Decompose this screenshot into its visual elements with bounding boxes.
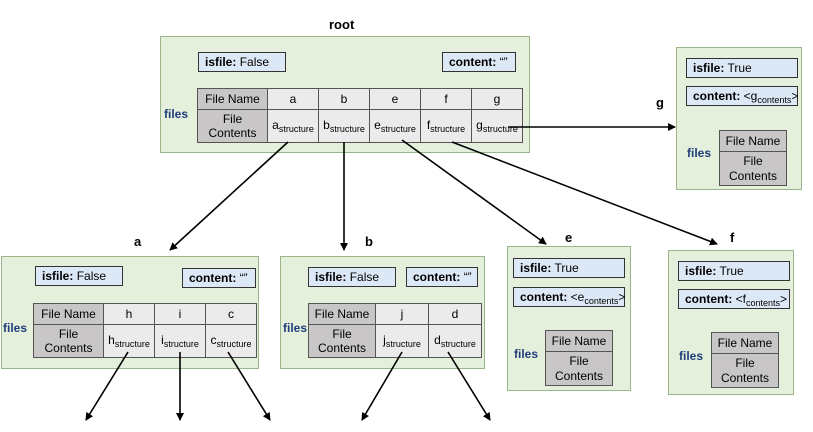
root-content-field: content: “” xyxy=(442,52,516,72)
arrow-b-d xyxy=(447,351,491,421)
table-header-cell: File Name xyxy=(33,303,104,325)
table-header-cell: File Name xyxy=(197,88,268,110)
table-cell: fstructure xyxy=(420,109,472,143)
f-content-field: content: <fcontents> xyxy=(678,289,790,309)
b-node: isfile: False content: “” files File Nam… xyxy=(280,256,485,369)
e-isfile-field: isfile: True xyxy=(513,258,625,278)
table-header-cell: a xyxy=(267,88,319,110)
content-key: content: xyxy=(189,271,237,285)
content-key: content: xyxy=(520,290,568,304)
e-node: isfile: True content: <econtents> files … xyxy=(507,246,631,391)
root-files-label: files xyxy=(164,107,189,121)
arrow-a-h xyxy=(85,351,129,421)
table-cell: dstructure xyxy=(428,324,482,358)
e-files-label: files xyxy=(514,347,539,361)
arrow-root-to-f xyxy=(451,141,718,246)
isfile-key: isfile: xyxy=(693,61,725,75)
root-node: isfile: False content: “” files File Nam… xyxy=(160,36,530,153)
arrow-root-to-a xyxy=(169,141,289,251)
arrow-b-j xyxy=(361,351,403,421)
g-files-label: files xyxy=(687,146,712,160)
table-cell: jstructure xyxy=(375,324,429,358)
table-header-cell: f xyxy=(420,88,472,110)
table-cell: hstructure xyxy=(103,324,155,358)
isfile-key: isfile: xyxy=(315,270,347,284)
root-title: root xyxy=(329,17,355,32)
content-key: content: xyxy=(685,292,733,306)
table-cell: cstructure xyxy=(205,324,257,358)
content-key: content: xyxy=(413,270,461,284)
table-header-cell: File Name xyxy=(545,330,613,352)
g-title: g xyxy=(656,95,664,110)
b-title: b xyxy=(365,234,373,249)
f-isfile-field: isfile: True xyxy=(678,261,790,281)
b-files-label: files xyxy=(283,321,308,335)
f-title: f xyxy=(730,230,735,245)
table-header-cell: File Name xyxy=(711,332,779,354)
table-cell: gstructure xyxy=(471,109,523,143)
content-value: “” xyxy=(463,270,472,284)
arrow-a-c xyxy=(227,351,271,421)
table-header-cell: h xyxy=(103,303,155,325)
f-files-label: files xyxy=(679,349,704,363)
table-header-cell: d xyxy=(428,303,482,325)
content-value: “” xyxy=(239,271,248,285)
content-value: “” xyxy=(499,55,508,69)
isfile-value: False xyxy=(349,270,380,284)
a-files-label: files xyxy=(3,321,28,335)
a-content-field: content: “” xyxy=(182,268,256,288)
table-cell: bstructure xyxy=(318,109,370,143)
a-node: isfile: False content: “” files File Nam… xyxy=(1,256,259,369)
content-key: content: xyxy=(693,89,741,103)
content-key: content: xyxy=(449,55,497,69)
a-title: a xyxy=(134,234,142,249)
table-cell: istructure xyxy=(154,324,206,358)
table-cell: astructure xyxy=(267,109,319,143)
isfile-key: isfile: xyxy=(205,55,237,69)
table-cell: estructure xyxy=(369,109,421,143)
f-node: isfile: True content: <fcontents> files … xyxy=(668,250,794,395)
b-content-field: content: “” xyxy=(406,267,478,287)
isfile-key: isfile: xyxy=(42,269,74,283)
g-isfile-field: isfile: True xyxy=(686,58,798,78)
table-header-cell: b xyxy=(318,88,370,110)
isfile-key: isfile: xyxy=(685,264,717,278)
isfile-value: True xyxy=(727,61,752,75)
table-header-cell: j xyxy=(375,303,429,325)
a-isfile-field: isfile: False xyxy=(35,266,123,286)
b-isfile-field: isfile: False xyxy=(308,267,396,287)
table-header-cell: File Name xyxy=(308,303,376,325)
isfile-value: True xyxy=(719,264,744,278)
isfile-key: isfile: xyxy=(520,261,552,275)
isfile-value: False xyxy=(239,55,270,69)
g-node: isfile: True content: <gcontents> files … xyxy=(676,47,802,190)
root-isfile-field: isfile: False xyxy=(198,52,286,72)
e-title: e xyxy=(565,230,573,245)
isfile-value: False xyxy=(76,269,107,283)
isfile-value: True xyxy=(554,261,579,275)
arrow-root-to-e xyxy=(401,139,547,245)
table-header-cell: File Name xyxy=(719,130,787,152)
g-content-field: content: <gcontents> xyxy=(686,86,798,106)
e-content-field: content: <econtents> xyxy=(513,287,625,307)
